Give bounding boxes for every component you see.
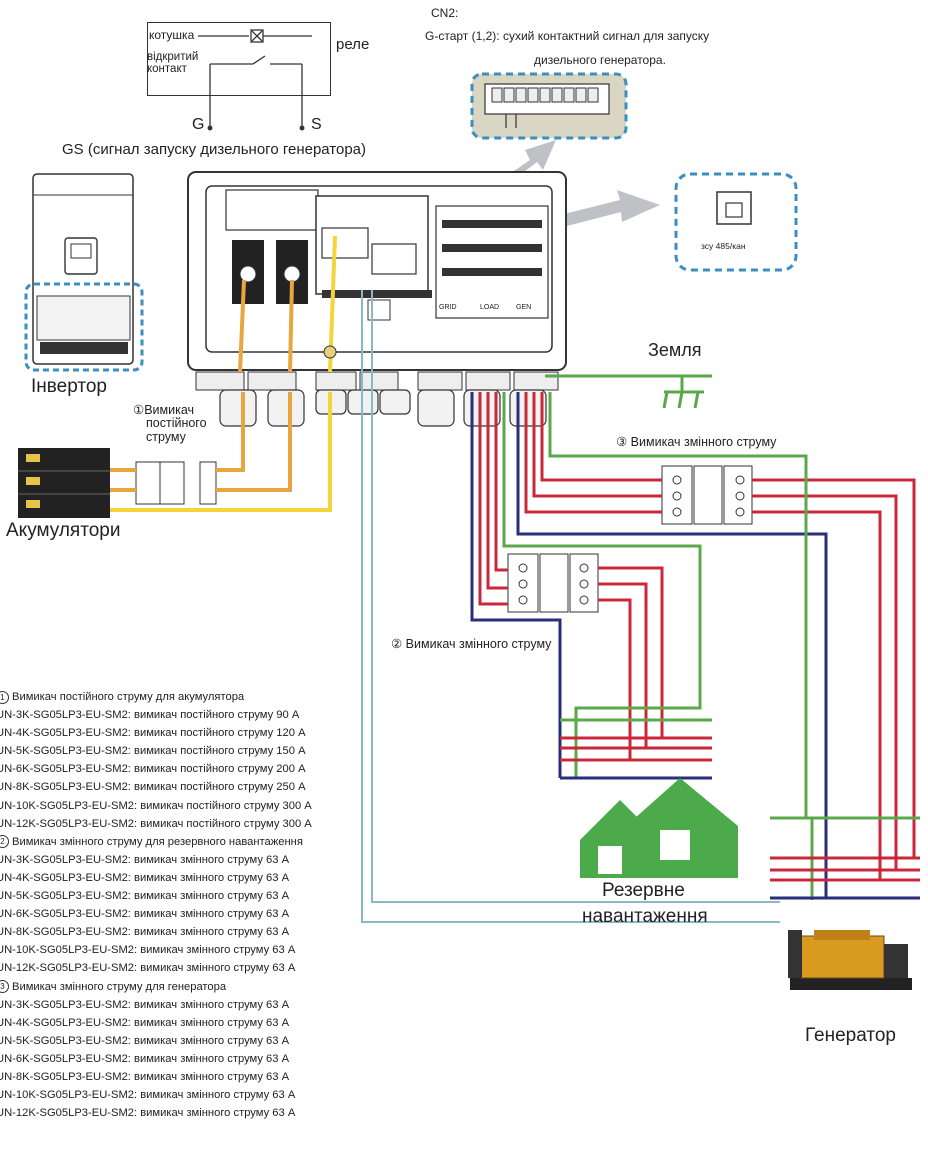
terminal-load: LOAD: [480, 304, 500, 311]
ac-breaker-load: [507, 553, 599, 613]
note-item: UN-8K-SG05LP3-EU-SM2: вимикач змінного с…: [0, 1070, 290, 1083]
note-item: UN-4K-SG05LP3-EU-SM2: вимикач постійного…: [0, 727, 306, 740]
dc-breaker: [135, 461, 217, 505]
battery-cables: [110, 279, 294, 492]
relay-label: реле: [336, 36, 370, 53]
note-marker-3: 3: [0, 980, 9, 994]
battery-stack: [18, 448, 110, 518]
inverter-thumbnail: [24, 173, 144, 372]
note-item: UN-10K-SG05LP3-EU-SM2: вимикач змінного …: [0, 1089, 296, 1102]
note-marker-2: 2: [0, 835, 9, 849]
ac-breaker-generator: [661, 465, 753, 525]
inverter-label: Інвертор: [31, 376, 107, 397]
cn2-line2: дизельного генератора.: [534, 53, 666, 67]
breaker1-line2: постійного: [146, 416, 207, 430]
relay-box: [147, 22, 331, 96]
note-ac-load-header-text: Вимикач змінного струму для резервного н…: [12, 835, 303, 848]
note-item: UN-8K-SG05LP3-EU-SM2: вимикач постійного…: [0, 781, 306, 794]
note-item: UN-5K-SG05LP3-EU-SM2: вимикач змінного с…: [0, 1034, 290, 1047]
gs-caption: GS (сигнал запуску дизельного генератора…: [62, 141, 367, 158]
breaker1-line3: струму: [146, 430, 186, 444]
terminal-grid: GRID: [439, 304, 457, 311]
note-item: UN-6K-SG05LP3-EU-SM2: вимикач змінного с…: [0, 908, 290, 921]
note-item: UN-5K-SG05LP3-EU-SM2: вимикач постійного…: [0, 745, 306, 758]
note-item: UN-12K-SG05LP3-EU-SM2: вимикач змінного …: [0, 1107, 296, 1120]
relay-contact-label-2: контакт: [147, 63, 187, 75]
note-item: UN-4K-SG05LP3-EU-SM2: вимикач змінного с…: [0, 871, 290, 884]
note-item: UN-8K-SG05LP3-EU-SM2: вимикач змінного с…: [0, 926, 290, 939]
house-icon: [580, 778, 738, 878]
load-wiring: [470, 392, 712, 780]
generator-icon: [788, 930, 912, 990]
note-item: UN-10K-SG05LP3-EU-SM2: вимикач змінного …: [0, 944, 296, 957]
breaker2-label: ② Вимикач змінного струму: [391, 637, 552, 651]
note-item: UN-6K-SG05LP3-EU-SM2: вимикач змінного с…: [0, 1052, 290, 1065]
breaker1-line1: Вимикач: [144, 403, 195, 417]
note-item: UN-10K-SG05LP3-EU-SM2: вимикач постійног…: [0, 799, 312, 812]
relay-schematic: [198, 29, 312, 131]
breaker1-label: ①Вимикач: [133, 402, 194, 417]
note-item: UN-4K-SG05LP3-EU-SM2: вимикач змінного с…: [0, 1016, 290, 1029]
earth-label: Земля: [648, 340, 702, 360]
note-dc-header-text: Вимикач постійного струму для акумулятор…: [12, 691, 245, 703]
comm-port-highlight: [674, 172, 798, 272]
cn2-terminal-highlight: [470, 72, 628, 140]
cn2-title: CN2:: [431, 6, 459, 20]
batteries-label: Акумулятори: [6, 520, 121, 541]
relay-contact-label-1: відкритий: [147, 51, 199, 63]
relay-coil-label: котушка: [149, 28, 195, 42]
relay-g-label: G: [192, 116, 205, 133]
note-item: UN-3K-SG05LP3-EU-SM2: вимикач постійного…: [0, 709, 300, 722]
breaker1-number: ①: [133, 403, 145, 417]
note-ac-gen-header-text: Вимикач змінного струму для генератора: [12, 980, 227, 993]
note-item: UN-12K-SG05LP3-EU-SM2: вимикач змінного …: [0, 962, 296, 975]
earth-symbol: [545, 374, 712, 409]
terminal-gen: GEN: [516, 304, 532, 311]
note-item: UN-5K-SG05LP3-EU-SM2: вимикач змінного с…: [0, 890, 290, 903]
generator-wiring: [516, 392, 920, 900]
note-item: UN-12K-SG05LP3-EU-SM2: вимикач постійног…: [0, 817, 312, 830]
note-item: UN-3K-SG05LP3-EU-SM2: вимикач змінного с…: [0, 853, 290, 866]
cn2-line1: G-старт (1,2): сухий контактний сигнал д…: [425, 29, 710, 43]
relay-s-label: S: [311, 116, 322, 133]
backup-load-label-1: Резервне: [602, 880, 685, 901]
note-item: UN-3K-SG05LP3-EU-SM2: вимикач змінного с…: [0, 998, 290, 1011]
breaker3-label: ③ Вимикач змінного струму: [616, 435, 777, 449]
generator-label: Генератор: [805, 1025, 896, 1046]
port-label: зсу 485/кан: [701, 241, 746, 251]
backup-load-label-2: навантаження: [582, 906, 708, 927]
note-item: UN-6K-SG05LP3-EU-SM2: вимикач постійного…: [0, 763, 306, 776]
note-marker-1: 1: [0, 690, 9, 704]
comm-cables: [361, 290, 780, 923]
